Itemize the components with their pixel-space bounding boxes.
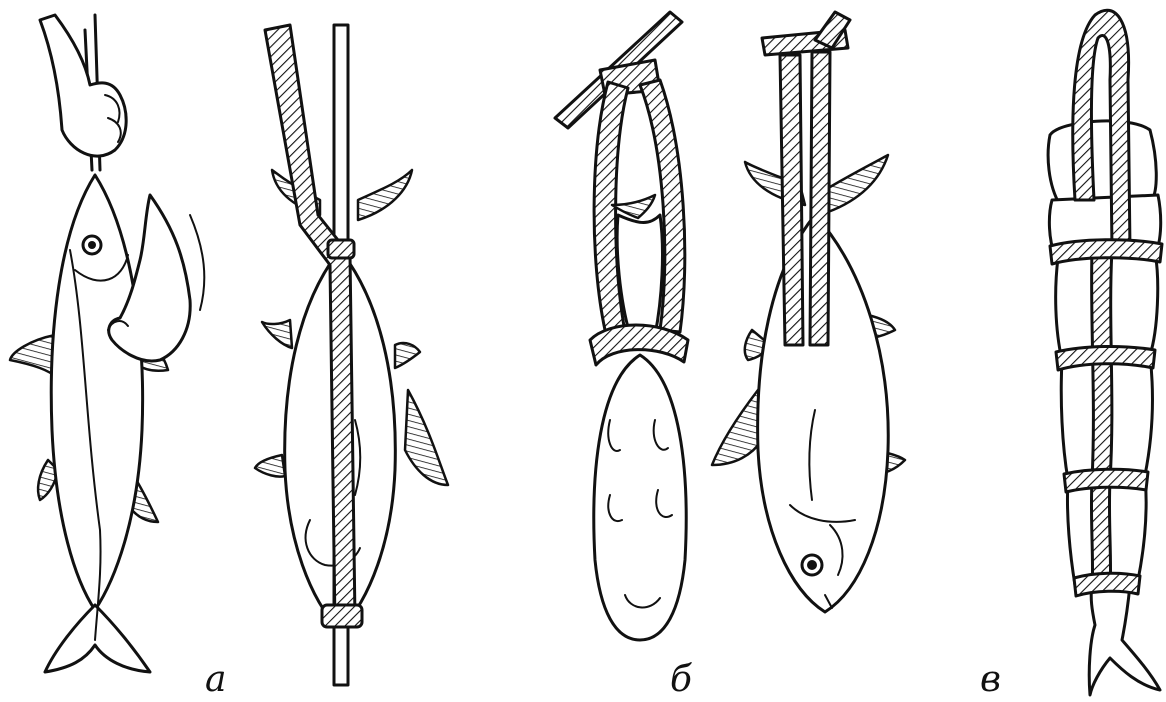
fish-wrapped-bundle [1048, 10, 1162, 695]
panel-label-b: б [670, 662, 692, 698]
panel-label-c: в [980, 662, 1001, 698]
fish-held-by-hand [10, 15, 204, 672]
panel-label-a: а [205, 662, 226, 698]
fish-tied-to-stick [255, 25, 448, 685]
fish-in-rope-loop [555, 12, 688, 640]
fish-hanging-by-tail [712, 12, 905, 612]
